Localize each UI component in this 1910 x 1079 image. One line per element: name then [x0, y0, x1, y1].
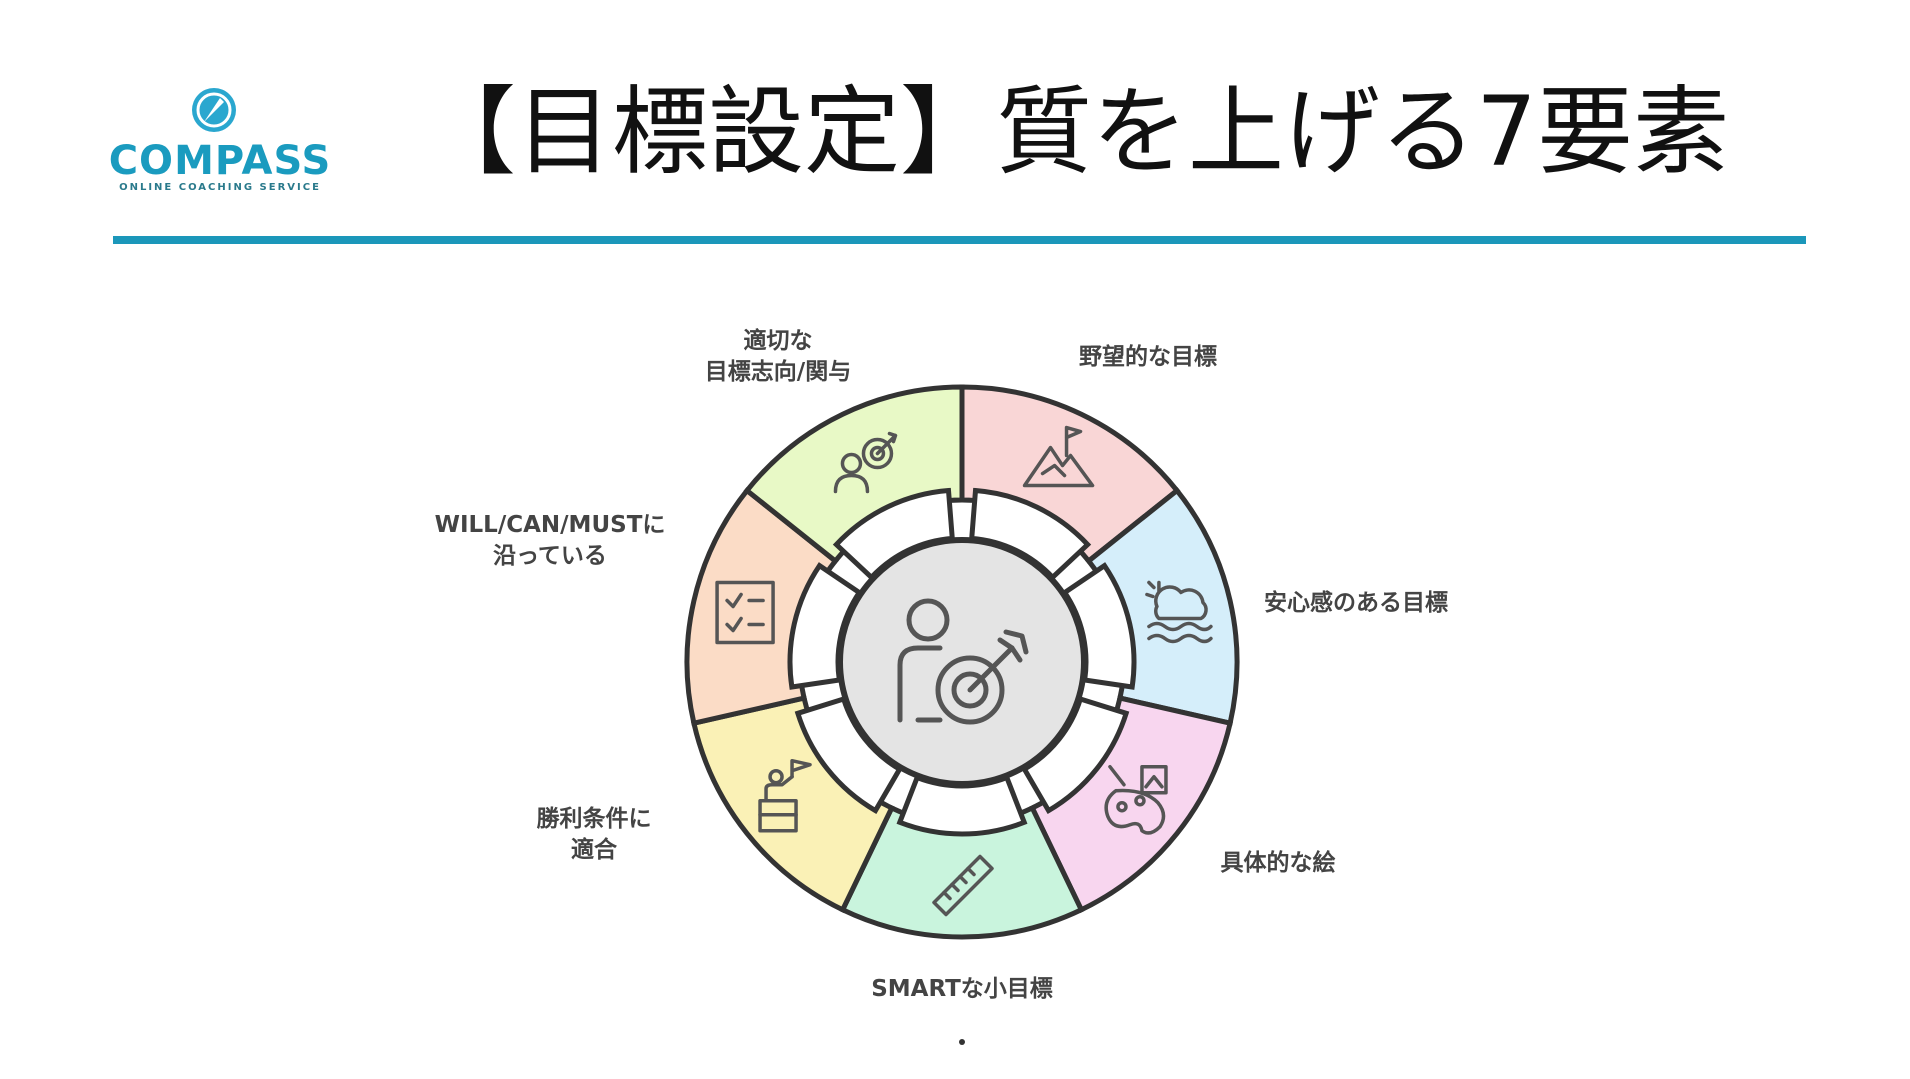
segment-label: SMARTな小目標: [871, 976, 1053, 1002]
segment-label-line: 野望的な目標: [1079, 343, 1217, 370]
logo-tagline: ONLINE COACHING SERVICE: [119, 182, 321, 193]
logo-wordmark: COMPASS: [108, 138, 332, 184]
calm-weather-icon: [1145, 580, 1213, 644]
segment-label-line: 適切な: [744, 327, 813, 354]
segment-label-line: 具体的な絵: [1221, 849, 1336, 876]
segment-label-line: 目標志向/関与: [705, 358, 851, 385]
segment-label-line: SMARTな小目標: [871, 976, 1053, 1002]
segment-label: WILL/CAN/MUSTに沿っている: [435, 512, 666, 569]
page-title: 【目標設定】質を上げる7要素: [420, 76, 1730, 188]
checklist-icon: [715, 580, 775, 645]
center-hub: [837, 537, 1087, 787]
compass-icon: [192, 88, 236, 132]
segment-label-line: 沿っている: [493, 543, 607, 569]
segment-label-line: 勝利条件に: [537, 805, 652, 832]
ruler-icon: [932, 854, 994, 917]
segment-label: 野望的な目標: [1079, 343, 1217, 370]
segment-label: 適切な目標志向/関与: [705, 327, 851, 385]
segment-label-line: 適合: [571, 836, 618, 863]
title-divider: [113, 236, 1806, 244]
segment-label: 勝利条件に適合: [537, 805, 652, 863]
segment-label-line: WILL/CAN/MUSTに: [435, 512, 666, 538]
person-target-icon: [897, 598, 1029, 725]
segment-label-line: 安心感のある目標: [1264, 589, 1448, 616]
mountain-flag-icon: [1022, 425, 1095, 488]
segment-label: 具体的な絵: [1221, 849, 1336, 876]
podium-flag-icon: [758, 758, 812, 833]
paint-palette-icon: [1104, 764, 1168, 835]
company-logo: COMPASS ONLINE COACHING SERVICE: [100, 80, 340, 200]
person-target-small-icon: [833, 431, 898, 494]
segment-label: 安心感のある目標: [1264, 589, 1448, 616]
dot-mark: [959, 1039, 965, 1045]
